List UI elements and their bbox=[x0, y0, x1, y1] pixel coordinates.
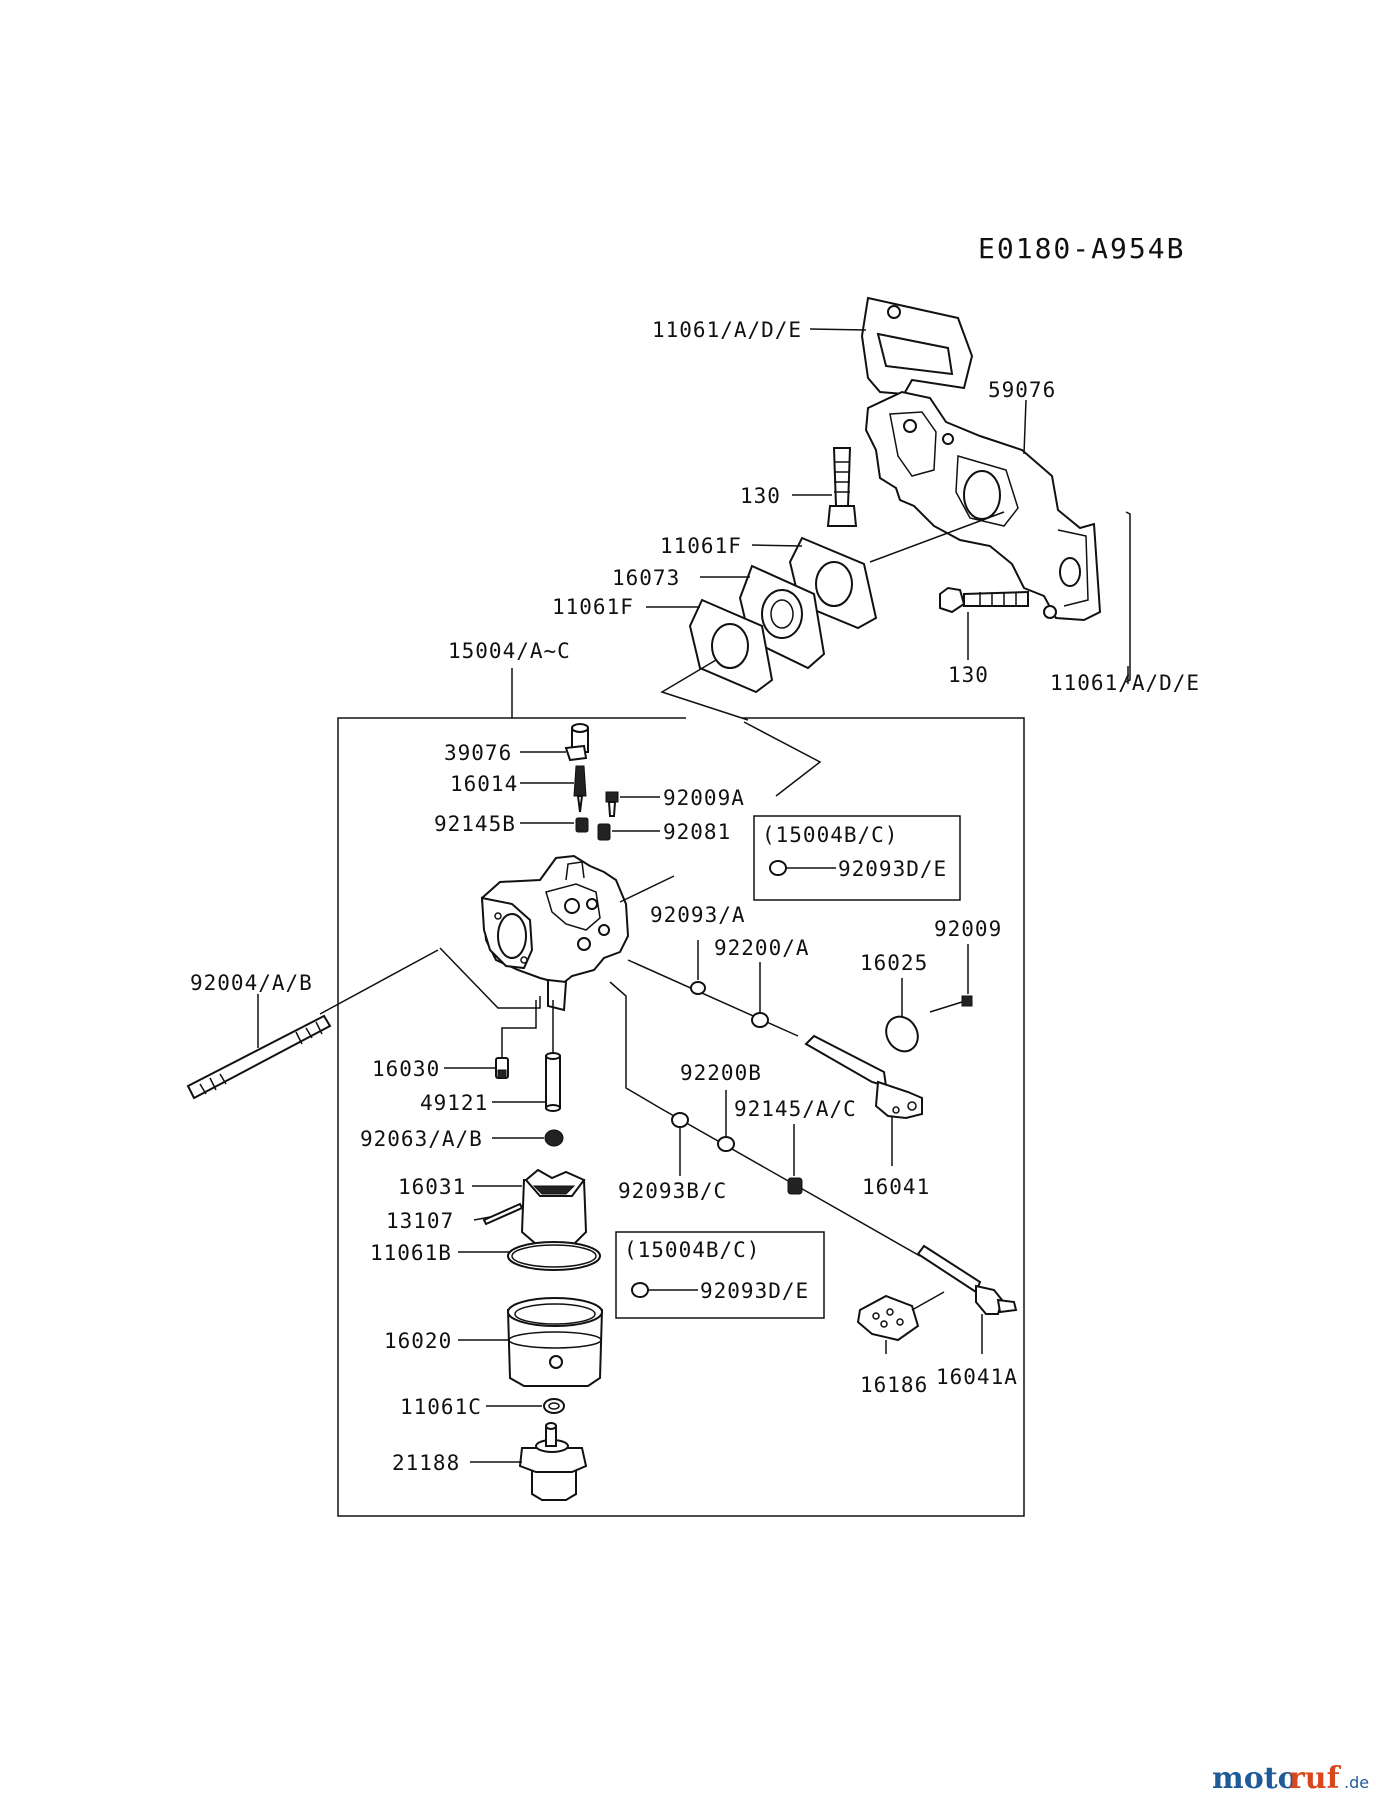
label-39076: 39076 bbox=[444, 741, 512, 765]
label-92009: 92009 bbox=[934, 917, 1002, 941]
part-92145b bbox=[575, 817, 589, 833]
label-16186: 16186 bbox=[860, 1373, 928, 1397]
watermark-part3: .de bbox=[1344, 1773, 1369, 1792]
part-92004-stud bbox=[186, 1014, 332, 1100]
part-92200a bbox=[751, 1012, 769, 1028]
part-92093bc bbox=[671, 1112, 689, 1128]
part-92009a bbox=[605, 791, 619, 817]
label-92200a: 92200/A bbox=[714, 936, 810, 960]
label-11061c: 11061C bbox=[400, 1395, 482, 1419]
label-13107: 13107 bbox=[386, 1209, 454, 1233]
leader-59076 bbox=[1023, 399, 1027, 455]
leader-carb-to-inset bbox=[619, 875, 675, 903]
inset-top-washer-icon bbox=[769, 860, 787, 876]
part-11061b-oring bbox=[507, 1241, 601, 1271]
label-11061ade-right: 11061/A/D/E bbox=[1050, 671, 1200, 695]
label-11061ade-top: 11061/A/D/E bbox=[652, 318, 802, 342]
label-92081: 92081 bbox=[663, 820, 731, 844]
label-59076: 59076 bbox=[988, 378, 1056, 402]
label-21188: 21188 bbox=[392, 1451, 460, 1475]
inset-bottom-part: 92093D/E bbox=[700, 1279, 809, 1303]
watermark-part1: moto bbox=[1212, 1761, 1298, 1796]
axis-line-carb bbox=[743, 721, 822, 797]
carburetor-assembly-box bbox=[337, 717, 1025, 1517]
label-16073: 16073 bbox=[612, 566, 680, 590]
label-16041a: 16041A bbox=[936, 1365, 1018, 1389]
part-92081 bbox=[597, 823, 611, 841]
stud-axis-line bbox=[319, 949, 439, 1015]
label-16020: 16020 bbox=[384, 1329, 452, 1353]
inset-box-top: (15004B/C) 92093D/E bbox=[753, 815, 961, 901]
part-13107-pin bbox=[482, 1202, 524, 1226]
label-16025: 16025 bbox=[860, 951, 928, 975]
part-16041a bbox=[916, 1244, 1018, 1315]
label-130-top: 130 bbox=[740, 484, 781, 508]
part-92093a bbox=[690, 981, 706, 995]
label-92004: 92004/A/B bbox=[190, 971, 313, 995]
axis-line-throttle bbox=[627, 959, 799, 1037]
part-92145ac bbox=[787, 1177, 803, 1195]
part-16030 bbox=[495, 1057, 509, 1079]
leader-11061f-a bbox=[751, 544, 803, 547]
part-11061c bbox=[543, 1398, 565, 1414]
label-92093a: 92093/A bbox=[650, 903, 746, 927]
part-16031-float bbox=[520, 1168, 588, 1245]
manifold-gasket-top bbox=[860, 296, 974, 396]
part-92200b bbox=[717, 1136, 735, 1152]
label-16030: 16030 bbox=[372, 1057, 440, 1081]
inset-bottom-title: (15004B/C) bbox=[624, 1238, 760, 1262]
part-21188-solenoid bbox=[518, 1422, 588, 1501]
part-16020-bowl bbox=[506, 1297, 604, 1387]
inset-top-part: 92093D/E bbox=[838, 857, 947, 881]
label-15004: 15004/A~C bbox=[448, 639, 571, 663]
inset-bottom-washer-icon bbox=[631, 1282, 649, 1298]
bolt-130-right bbox=[939, 586, 1029, 614]
part-16014 bbox=[573, 765, 587, 813]
gasket-right-edge bbox=[1125, 511, 1131, 683]
axis-line-spacer bbox=[660, 659, 749, 721]
label-16041: 16041 bbox=[862, 1175, 930, 1199]
bolt-130-top bbox=[826, 447, 858, 527]
watermark-part2: ruf bbox=[1289, 1761, 1342, 1796]
label-130-right: 130 bbox=[948, 663, 989, 687]
part-49121 bbox=[545, 1052, 561, 1112]
label-92145ac: 92145/A/C bbox=[734, 1097, 857, 1121]
leader-11061ade-top bbox=[809, 328, 867, 331]
label-92063: 92063/A/B bbox=[360, 1127, 483, 1151]
leader-16186-axis bbox=[911, 1291, 945, 1311]
inset-box-bottom: (15004B/C) 92093D/E bbox=[615, 1231, 825, 1319]
label-11061f-b: 11061F bbox=[552, 595, 634, 619]
label-16014: 16014 bbox=[450, 772, 518, 796]
part-16041 bbox=[804, 1034, 923, 1120]
label-11061f-a: 11061F bbox=[660, 534, 742, 558]
label-49121: 49121 bbox=[420, 1091, 488, 1115]
intake-manifold bbox=[864, 390, 1102, 622]
carburetor-body bbox=[480, 854, 630, 1012]
axis-line-choke bbox=[609, 981, 661, 1109]
label-92093bc: 92093B/C bbox=[618, 1179, 727, 1203]
leader-16030-up bbox=[501, 1000, 537, 1058]
part-92009 bbox=[929, 995, 973, 1013]
gasket-11061f-b bbox=[688, 598, 774, 694]
label-11061b: 11061B bbox=[370, 1241, 452, 1265]
axis-line-carb-stud bbox=[439, 947, 541, 1009]
part-16186 bbox=[856, 1294, 920, 1342]
part-92063 bbox=[544, 1129, 564, 1147]
axis-line-manifold bbox=[869, 511, 1005, 563]
inset-top-title: (15004B/C) bbox=[762, 823, 898, 847]
watermark-logo: moto ruf .de bbox=[1212, 1761, 1369, 1796]
diagram-code: E0180-A954B bbox=[978, 232, 1185, 265]
label-92009a: 92009A bbox=[663, 786, 745, 810]
part-16025 bbox=[885, 1015, 919, 1053]
label-16031: 16031 bbox=[398, 1175, 466, 1199]
part-39076 bbox=[564, 723, 589, 762]
label-92145b: 92145B bbox=[434, 812, 516, 836]
label-92200b: 92200B bbox=[680, 1061, 762, 1085]
